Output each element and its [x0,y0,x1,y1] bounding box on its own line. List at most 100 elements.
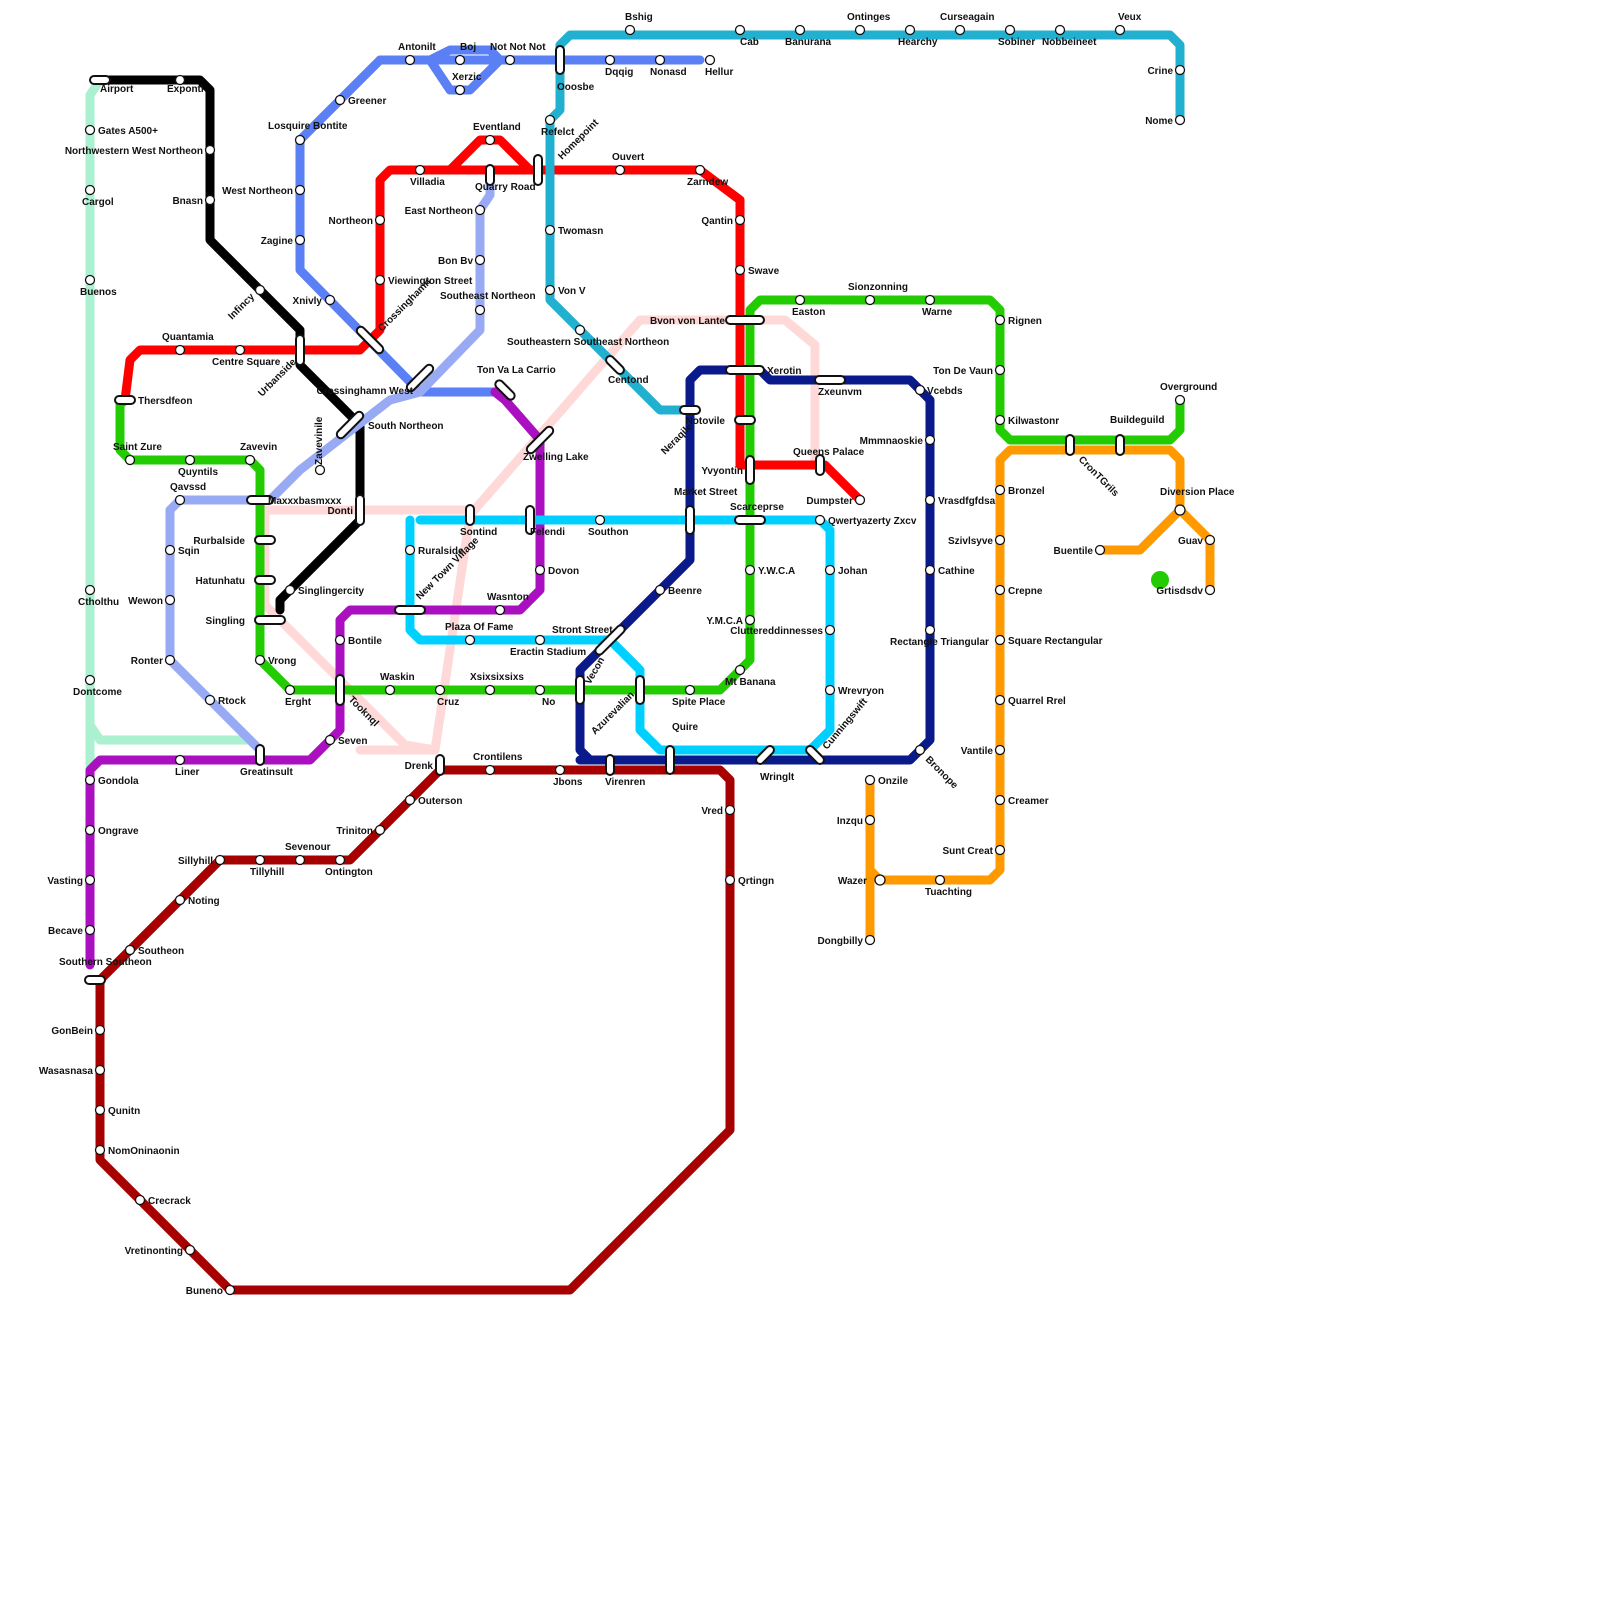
station-azurevalian-interchange[interactable] [636,676,644,704]
station-singling-interchange[interactable] [255,616,285,624]
station-ronter-marker[interactable] [166,656,175,665]
station-xnivly-marker[interactable] [326,296,335,305]
station-bronope-marker[interactable] [916,746,925,755]
station-qavssd-marker[interactable] [176,496,185,505]
station-diversion-place-marker[interactable] [1175,505,1185,515]
station-zarndew-marker[interactable] [696,166,705,175]
station-northeon-marker[interactable] [376,216,385,225]
station-inzqu-marker[interactable] [866,816,875,825]
station-crine-marker[interactable] [1176,66,1185,75]
station-curseagain-marker[interactable] [956,26,965,35]
station-bronzel-marker[interactable] [996,486,1005,495]
station-zxeunvm-interchange[interactable] [815,376,845,384]
station-southeastern-southeast-northeon-marker[interactable] [576,326,585,335]
station-refelct-marker[interactable] [546,116,555,125]
station-vrasdfgfdsa-marker[interactable] [926,496,935,505]
station-centond-interchange[interactable] [604,354,625,375]
station-wewon-marker[interactable] [166,596,175,605]
station-zavevinile-marker[interactable] [316,466,325,475]
station-tuachting-marker[interactable] [936,876,945,885]
station-losquire-bontite-marker[interactable] [296,136,305,145]
station-eventland-marker[interactable] [486,136,495,145]
station-gonbein-marker[interactable] [96,1026,105,1035]
station-donti-interchange[interactable] [356,495,364,525]
station-crecrack-marker[interactable] [136,1196,145,1205]
station-tooknql-interchange[interactable] [336,675,344,705]
station-vred-marker[interactable] [726,806,735,815]
station-nobbeineet-marker[interactable] [1056,26,1065,35]
station-seven-marker[interactable] [326,736,335,745]
station-plaza-of-fame-marker[interactable] [466,636,475,645]
station-greener-marker[interactable] [336,96,345,105]
station-scarceprse-interchange[interactable] [735,516,765,524]
station-neraqile-interchange[interactable] [680,406,700,414]
station-waskin-marker[interactable] [386,686,395,695]
station-sobiner-marker[interactable] [1006,26,1015,35]
station-viewington-street-marker[interactable] [376,276,385,285]
station-erght-marker[interactable] [286,686,295,695]
station-quyntils-marker[interactable] [186,456,195,465]
station-rectangle-triangular-marker[interactable] [926,626,935,635]
station-spite-place-marker[interactable] [686,686,695,695]
station-buildeguild-interchange[interactable] [1116,435,1124,455]
station-homepoint-interchange[interactable] [534,155,542,185]
station-becave-marker[interactable] [86,926,95,935]
station-infincy-marker[interactable] [256,286,265,295]
station-noting-marker[interactable] [176,896,185,905]
station-thersdfeon-interchange[interactable] [115,396,135,404]
station-szivlsyve-marker[interactable] [996,536,1005,545]
station-quarrel-rrel-marker[interactable] [996,696,1005,705]
station-boj-marker[interactable] [456,56,465,65]
station-grtisdsdv-marker[interactable] [1206,586,1215,595]
station-swave-marker[interactable] [736,266,745,275]
station-saint-zure-marker[interactable] [126,456,135,465]
station-square-rectangular-marker[interactable] [996,636,1005,645]
station-dongbilly-marker[interactable] [866,936,875,945]
station-qwertyazerty-zxcv-marker[interactable] [816,516,825,525]
station-ontinges-marker[interactable] [856,26,865,35]
station-drenk-interchange[interactable] [436,755,444,775]
station-y-m-c-a-marker[interactable] [746,616,755,625]
station-bvon-von-lante-interchange[interactable] [726,316,764,324]
station-twomasn-marker[interactable] [546,226,555,235]
station-hearchy-marker[interactable] [906,26,915,35]
station-antonilt-marker[interactable] [406,56,415,65]
station-quire-interchange[interactable] [666,746,674,774]
station-dumpster-marker[interactable] [856,496,865,505]
station-crontilens-marker[interactable] [486,766,495,775]
station-xerotin-interchange[interactable] [726,366,764,374]
station-wazer-marker[interactable] [875,875,885,885]
station-ctholthu-marker[interactable] [86,586,95,595]
station-rtock-marker[interactable] [206,696,215,705]
station-urbanside-interchange[interactable] [296,335,304,365]
station-cab-marker[interactable] [736,26,745,35]
station-vasting-marker[interactable] [86,876,95,885]
station-vcebds-marker[interactable] [916,386,925,395]
station-gondola-marker[interactable] [86,776,95,785]
station-crepne-marker[interactable] [996,586,1005,595]
station-qunitn-marker[interactable] [96,1106,105,1115]
station-sillyhill-marker[interactable] [216,856,225,865]
station-dovon-marker[interactable] [536,566,545,575]
station-cargol-marker[interactable] [86,186,95,195]
station-singlingercity-marker[interactable] [286,586,295,595]
station-ton-de-vaun-marker[interactable] [996,366,1005,375]
station-jbons-marker[interactable] [556,766,565,775]
station-beenre-marker[interactable] [656,586,665,595]
station-onzile-marker[interactable] [866,776,875,785]
station-southeon-marker[interactable] [126,946,135,955]
station-xsixsixsixs-marker[interactable] [486,686,495,695]
station-qrtingn-marker[interactable] [726,876,735,885]
station-ouvert-marker[interactable] [616,166,625,175]
station-sunt-creat-marker[interactable] [996,846,1005,855]
station-cluttereddinnesses-marker[interactable] [826,626,835,635]
station-kilwastonr-marker[interactable] [996,416,1005,425]
station-von-v-marker[interactable] [546,286,555,295]
station-northwestern-west-northeon-marker[interactable] [206,146,215,155]
station-buenos-marker[interactable] [86,276,95,285]
station-easton-marker[interactable] [796,296,805,305]
station-vrong-marker[interactable] [256,656,265,665]
station-villadia-marker[interactable] [416,166,425,175]
station-buentile-marker[interactable] [1096,546,1105,555]
station-bontile-marker[interactable] [336,636,345,645]
